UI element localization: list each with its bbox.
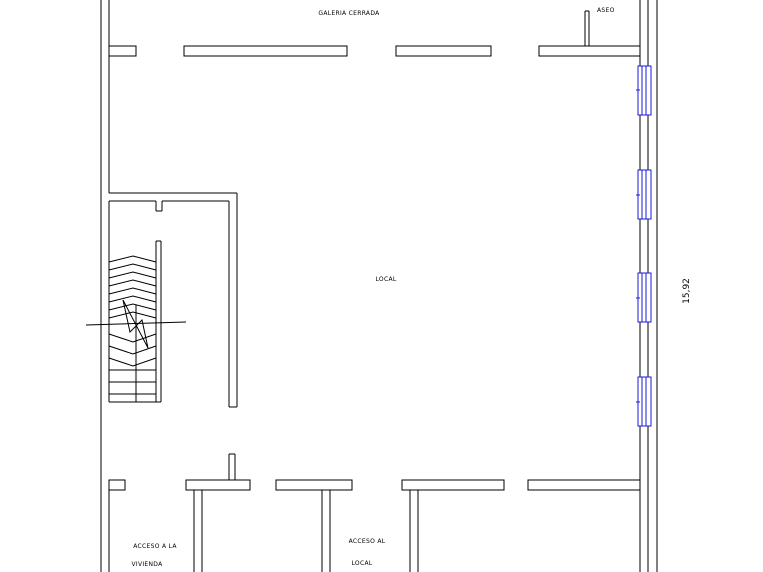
- label-local-main: LOCAL: [376, 276, 397, 283]
- label-acceso-vivienda-2: VIVIENDA: [131, 561, 163, 568]
- label-galeria: GALERIA CERRADA: [318, 10, 380, 17]
- label-acceso-vivienda-1: ACCESO A LA: [133, 543, 177, 550]
- label-acceso-local-2: LOCAL: [352, 560, 373, 567]
- top-partition: [108, 10, 641, 57]
- stairs: [85, 240, 187, 403]
- stairwell-enclosure: [108, 192, 238, 408]
- dimension-label: 15,92: [682, 278, 692, 304]
- windows: [636, 65, 652, 427]
- lower-corridor-walls: [193, 490, 419, 572]
- label-acceso-local-1: ACCESO AL: [349, 538, 386, 545]
- bottom-partition: [108, 453, 641, 491]
- label-aseo: ASEO: [597, 7, 615, 14]
- exterior-walls: [100, 0, 649, 572]
